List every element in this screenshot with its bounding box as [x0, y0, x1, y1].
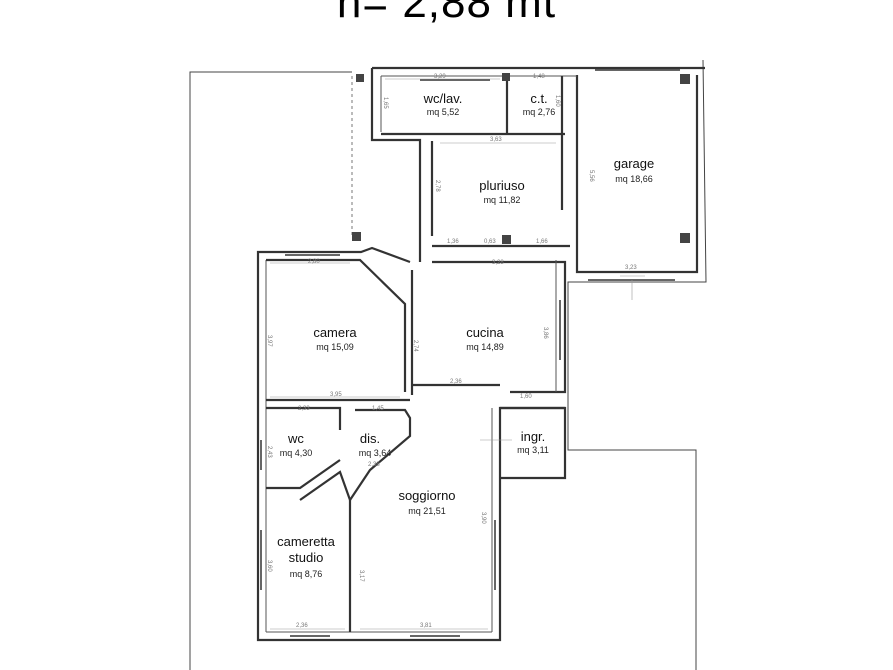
dimension-label: 3,17 [358, 570, 364, 582]
room-name-garage: garage [614, 156, 654, 171]
plot-boundary [189, 71, 352, 670]
wall-diag-dis [299, 470, 352, 501]
wall-ingr [500, 406, 567, 480]
room-area-garage: mq 18,66 [615, 174, 653, 184]
dimension-label: 3,23 [625, 265, 637, 271]
dimension-label: 3,86 [542, 327, 548, 339]
room-area-camera: mq 15,09 [316, 342, 354, 352]
dimension-label: 2,38 [368, 462, 380, 468]
room-name-wclav: wc/lav. [423, 91, 463, 106]
room-area-pluriuso: mq 11,82 [484, 195, 521, 205]
dimension-label: 2,33 [298, 406, 310, 412]
room-name-wc: wc [287, 431, 304, 446]
dimension-label: 1,36 [447, 239, 459, 245]
dimension-label: 3,81 [420, 623, 432, 629]
column [502, 235, 511, 244]
room-area-cameretta: mq 8,76 [290, 569, 323, 579]
dimension-label: 0,63 [484, 239, 496, 245]
dimension-label: 1,66 [536, 239, 548, 245]
room-area-ct: mq 2,76 [523, 107, 556, 117]
dimension-label: 3,97 [266, 335, 272, 347]
room-name-studio: studio [289, 550, 324, 565]
dimension-label: 2,43 [266, 446, 272, 458]
room-area-dis: mq 3,64 [359, 448, 392, 458]
column [352, 232, 361, 241]
plot-boundary-right [567, 59, 707, 670]
dimension-label: 1,60 [554, 95, 560, 107]
column [680, 74, 690, 84]
dimension-label: 2,78 [434, 180, 440, 192]
dimension-label: 3,29 [434, 74, 446, 80]
dimension-label: 2,74 [412, 340, 418, 352]
dimension-label: 2,36 [296, 623, 308, 629]
room-area-soggiorno: mq 21,51 [408, 506, 446, 516]
column [356, 74, 364, 82]
room-name-ct: c.t. [530, 91, 547, 106]
room-area-wclav: mq 5,52 [427, 107, 460, 117]
room-name-cucina: cucina [466, 325, 504, 340]
room-name-soggiorno: soggiorno [398, 488, 455, 503]
room-area-ingr: mq 3,11 [517, 445, 549, 455]
dimension-label: 1,48 [533, 74, 545, 80]
dimension-label: 3,95 [330, 392, 342, 398]
dimension-label: 3,63 [490, 137, 502, 143]
dimension-label: 1,45 [372, 406, 384, 412]
room-name-pluriuso: pluriuso [479, 178, 525, 193]
dimension-label: 5,56 [588, 170, 594, 182]
room-area-cucina: mq 14,89 [466, 342, 504, 352]
wall-camera [266, 258, 407, 392]
dimension-label: 3,28 [492, 260, 504, 266]
column [680, 233, 690, 243]
room-name-camera: camera [313, 325, 357, 340]
dimension-label: 3,90 [480, 512, 486, 524]
dimension-label: 1,65 [382, 97, 388, 109]
dimension-label: 2,36 [450, 379, 462, 385]
room-name-cameretta: cameretta [277, 534, 336, 549]
room-name-ingr: ingr. [521, 429, 546, 444]
wall-main-outline [256, 246, 565, 642]
page-title: h= 2,88 mt [336, 0, 557, 27]
wall-wc [266, 406, 342, 430]
wall-wc-diag [266, 459, 341, 490]
dimension-label: 1,60 [520, 394, 532, 400]
wall-main-right [432, 260, 567, 394]
room-area-wc: mq 4,30 [280, 448, 313, 458]
dimension-label: 2,80 [308, 259, 320, 265]
wall-top-block [370, 68, 422, 262]
wall-garage [575, 75, 699, 274]
dimension-label: 3,60 [266, 560, 272, 572]
room-name-dis: dis. [360, 431, 380, 446]
wall-dis [349, 408, 412, 501]
column [502, 73, 510, 81]
